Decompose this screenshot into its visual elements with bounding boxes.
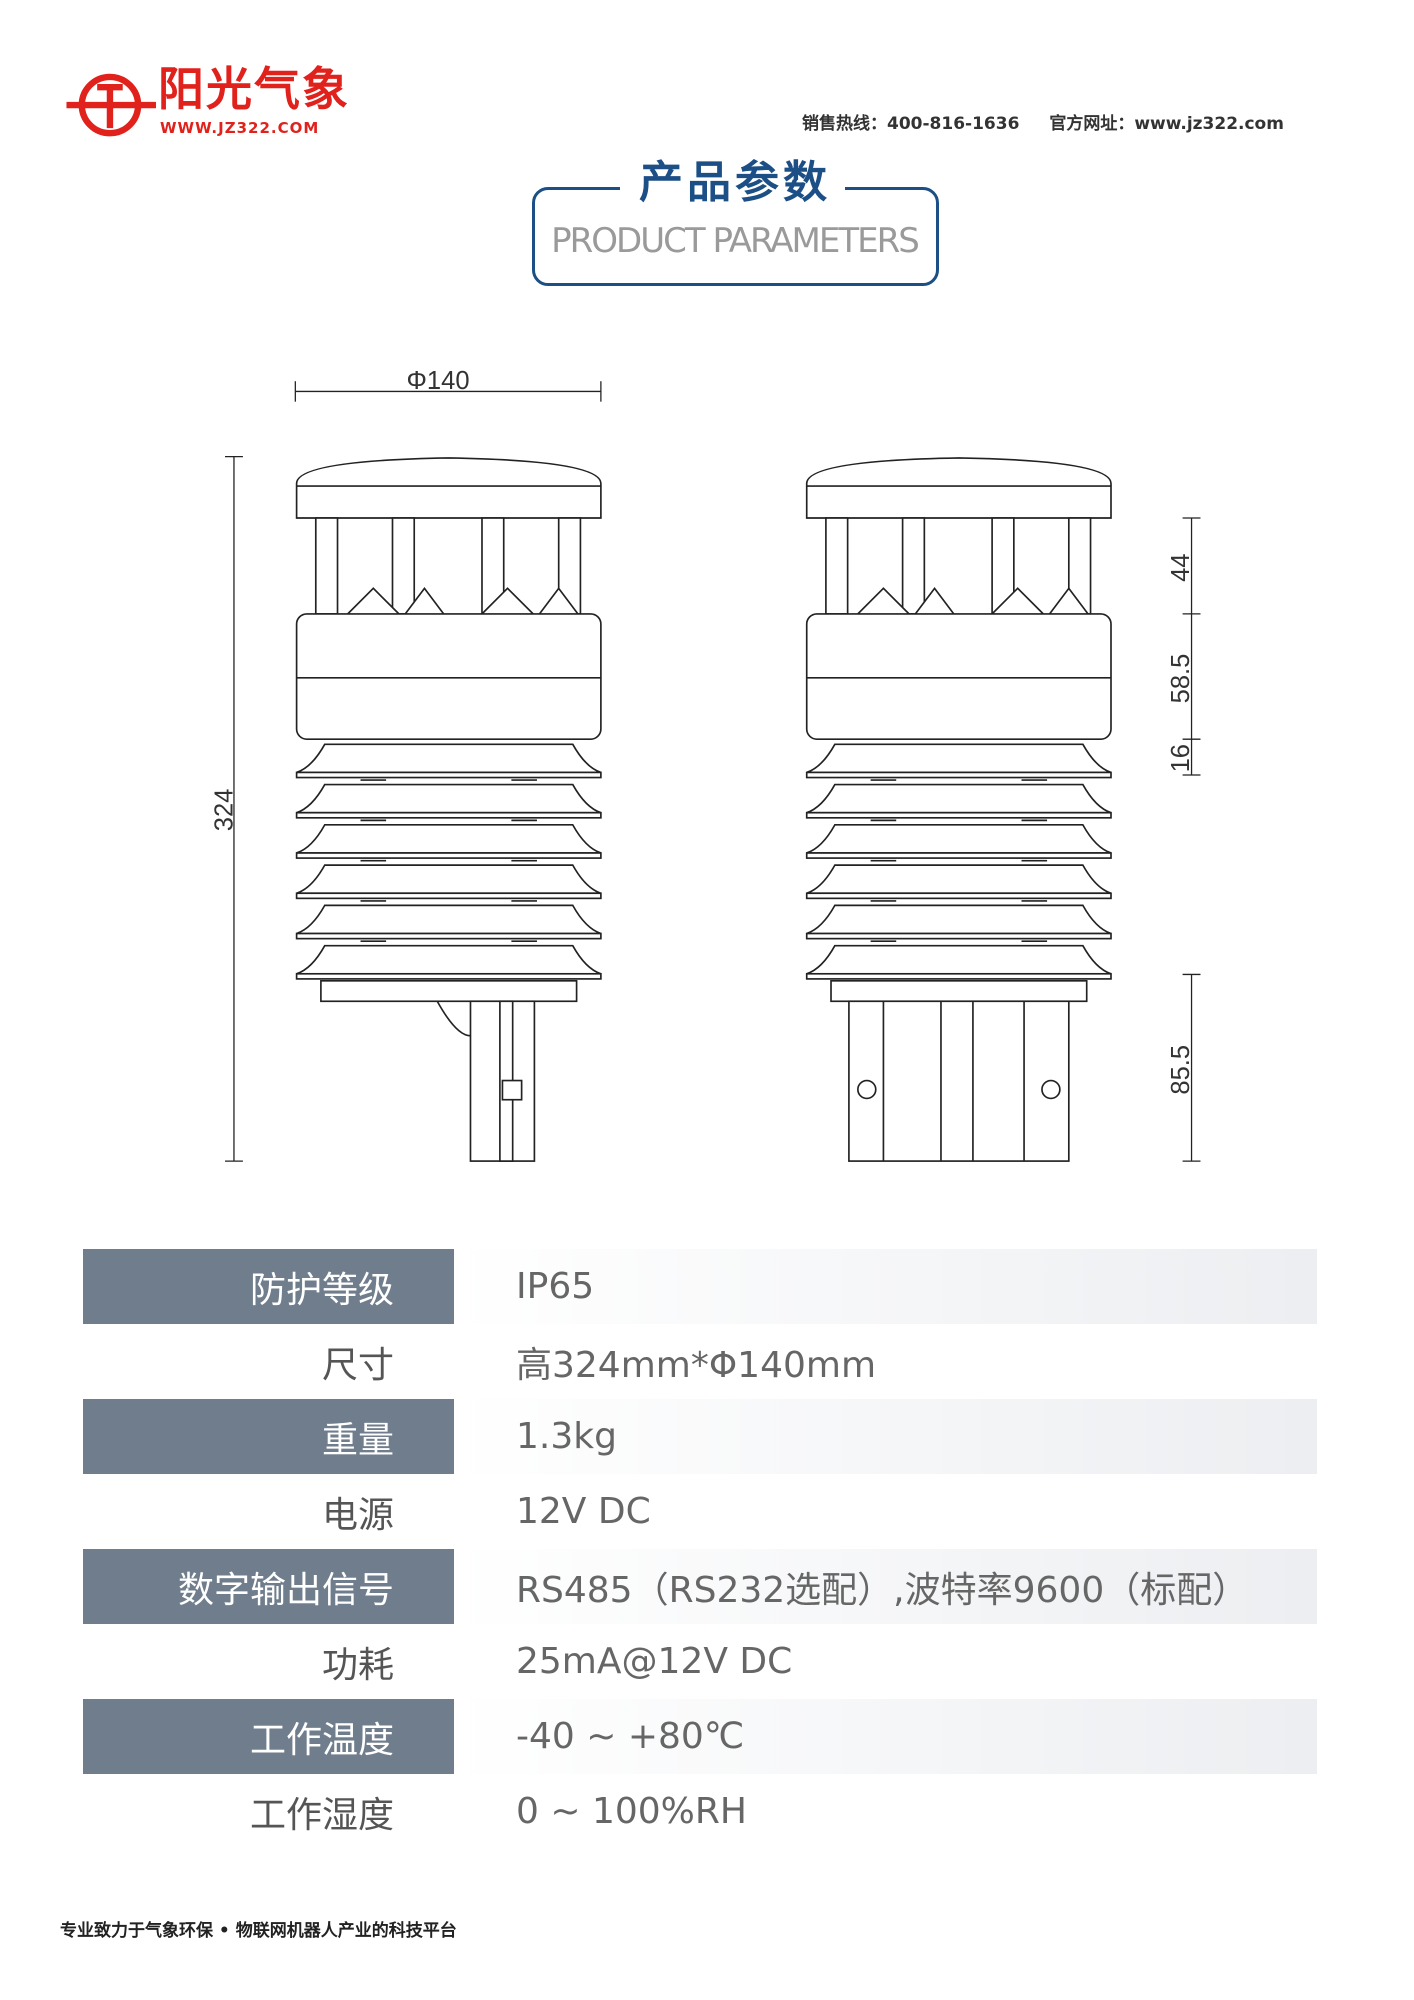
spec-label: 电源 bbox=[321, 1494, 394, 1536]
spec-value: 12V DC bbox=[516, 1491, 651, 1532]
spec-label: 工作湿度 bbox=[249, 1794, 394, 1836]
spec-value: 高324mm*Φ140mm bbox=[516, 1344, 877, 1386]
spec-row: 工作温度-40 ~ +80℃ bbox=[83, 1699, 1317, 1774]
device-side-view bbox=[805, 457, 1112, 1162]
spec-value: 25mA@12V DC bbox=[516, 1641, 793, 1682]
spec-row: 尺寸 高324mm*Φ140mm bbox=[83, 1324, 1317, 1399]
spec-value: 0 ~ 100%RH bbox=[516, 1791, 747, 1832]
spec-value: 1.3kg bbox=[454, 1399, 1317, 1474]
hotline: 销售热线：400-816-1636 bbox=[802, 114, 1020, 134]
dimension-height: 324 bbox=[211, 789, 239, 832]
spec-label: 重量 bbox=[83, 1399, 454, 1474]
spec-row: 功耗 25mA@12V DC bbox=[83, 1624, 1317, 1699]
title-frame-gap bbox=[620, 180, 845, 194]
spec-value: RS485（RS232选配）,波特率9600（标配） bbox=[454, 1549, 1317, 1624]
footer-slogan: 专业致力于气象环保 • 物联网机器人产业的科技平台 bbox=[60, 1921, 457, 1941]
spec-row: 电源 12V DC bbox=[83, 1474, 1317, 1549]
spec-label: 防护等级 bbox=[83, 1249, 454, 1324]
dimension-base: 85.5 bbox=[1167, 1045, 1195, 1095]
dimension-body: 58.5 bbox=[1167, 654, 1195, 704]
logo-icon bbox=[66, 73, 156, 137]
dimension-gap: 16 bbox=[1167, 744, 1195, 772]
dimension-lines bbox=[225, 381, 1201, 1162]
logo-url: WWW.JZ322.COM bbox=[160, 119, 320, 137]
dimension-diameter: Φ140 bbox=[407, 367, 470, 395]
spec-value: -40 ~ +80℃ bbox=[454, 1699, 1317, 1774]
spec-label: 尺寸 bbox=[321, 1344, 394, 1386]
spec-label: 数字输出信号 bbox=[83, 1549, 454, 1624]
page-title: 产品参数 bbox=[639, 157, 831, 208]
spec-row: 工作湿度 0 ~ 100%RH bbox=[83, 1774, 1317, 1849]
website[interactable]: 官方网址：www.jz322.com bbox=[1049, 114, 1284, 134]
device-front-view bbox=[295, 457, 602, 1162]
spec-label: 工作温度 bbox=[83, 1699, 454, 1774]
contact-info: 销售热线：400-816-1636 官方网址：www.jz322.com bbox=[802, 114, 1308, 134]
page-subtitle: PRODUCT PARAMETERS bbox=[551, 221, 920, 261]
logo-name: 阳光气象 bbox=[158, 62, 350, 116]
spec-label: 功耗 bbox=[321, 1644, 394, 1686]
dimension-top: 44 bbox=[1167, 554, 1195, 582]
spec-value: IP65 bbox=[454, 1249, 1317, 1324]
